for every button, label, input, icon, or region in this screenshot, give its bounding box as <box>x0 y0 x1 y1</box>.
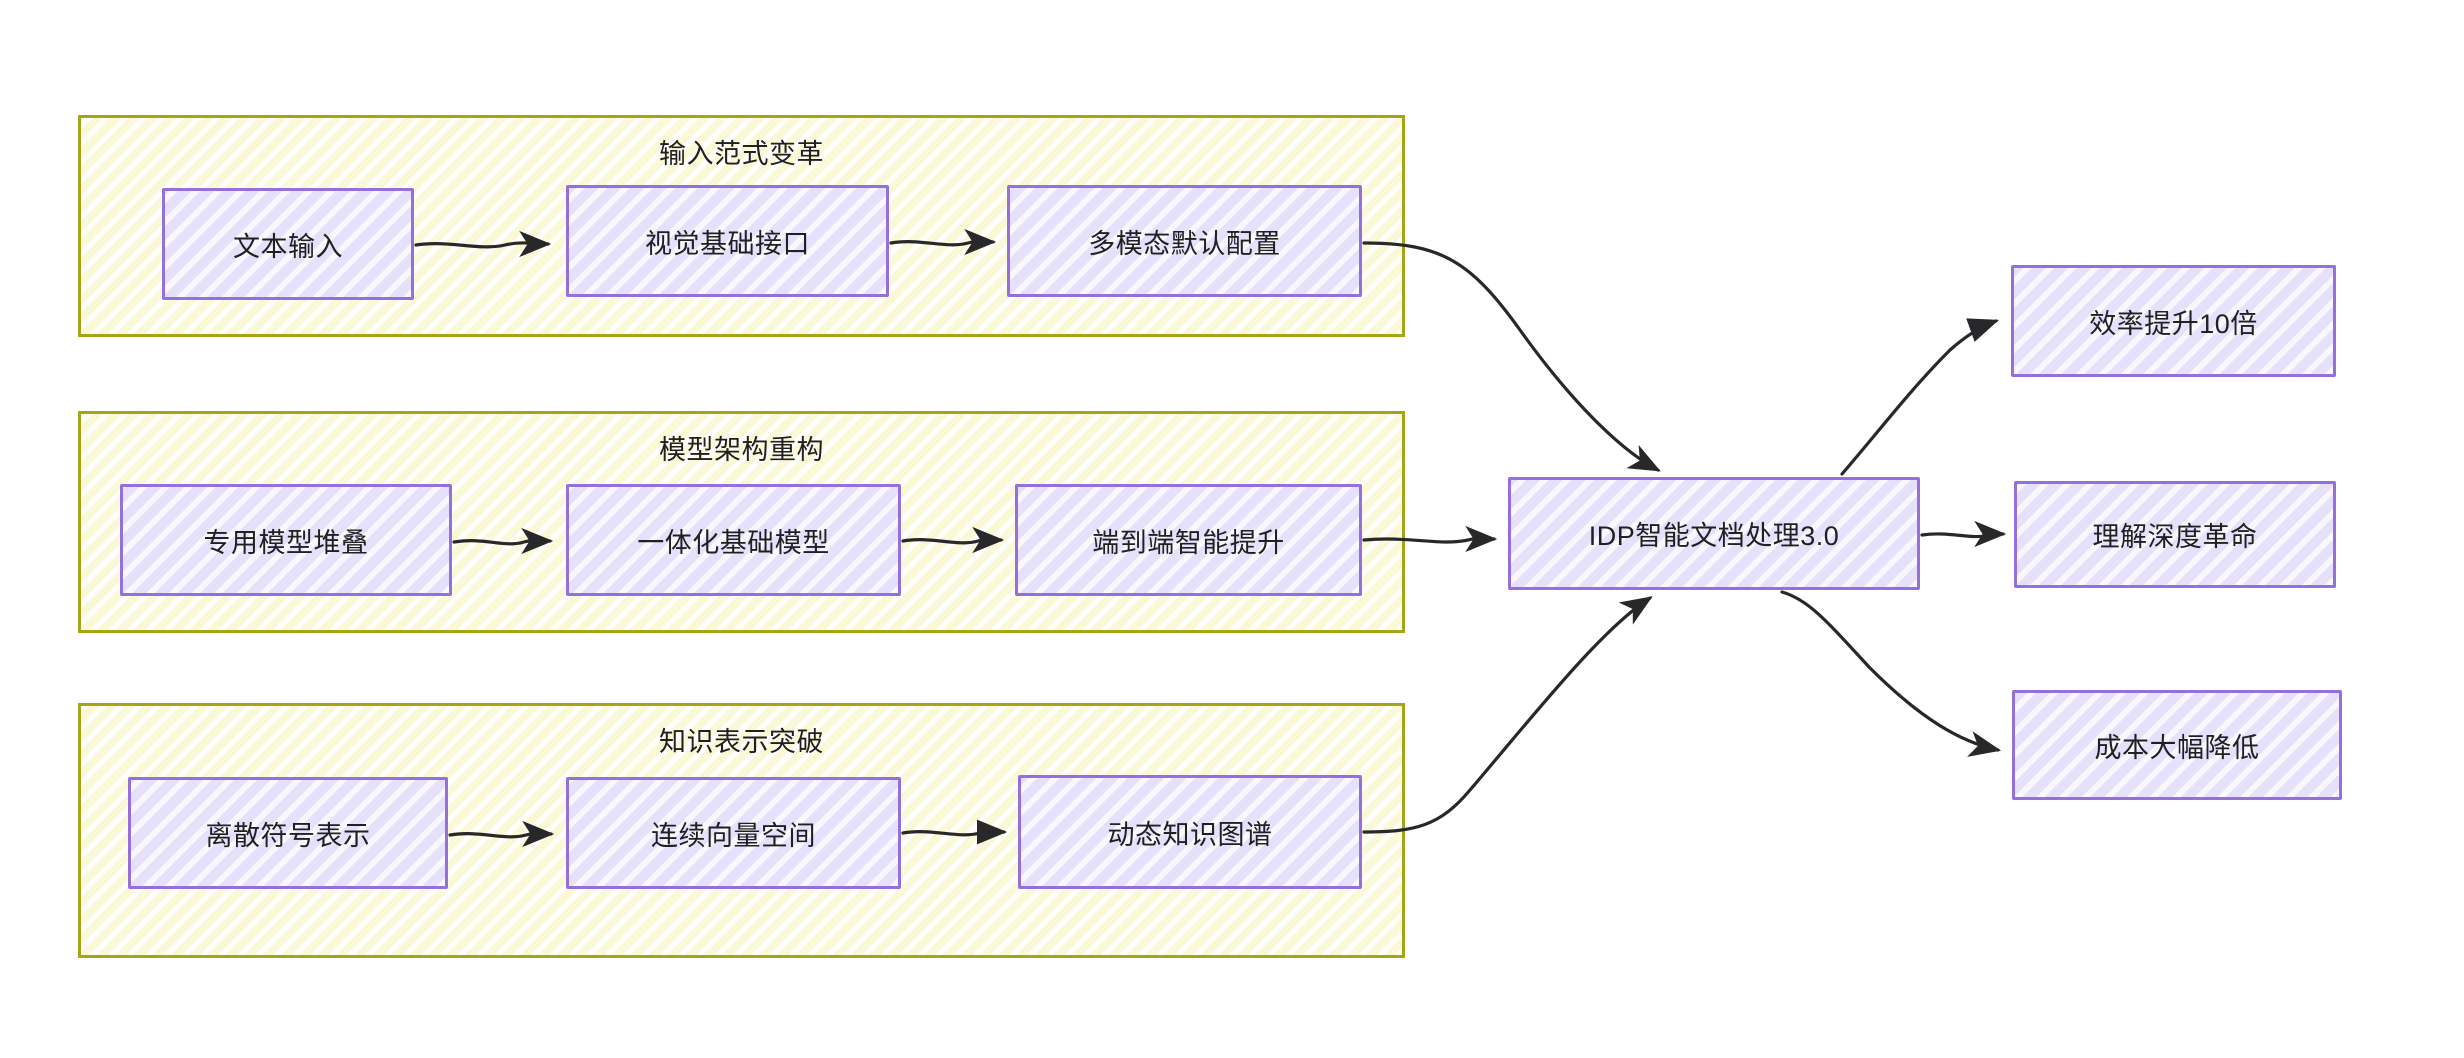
cluster-title-model-architecture: 模型架构重构 <box>659 435 824 465</box>
node-end-to-end-intelligence[interactable]: 端到端智能提升 <box>1015 484 1362 596</box>
node-label-unified-foundation-model: 一体化基础模型 <box>637 527 830 558</box>
edge-idp-to-understanding <box>1920 520 2007 548</box>
cluster-title-input-paradigm: 输入范式变革 <box>659 139 824 169</box>
node-label-vision-base-interface: 视觉基础接口 <box>645 228 810 259</box>
node-cost-reduction[interactable]: 成本大幅降低 <box>2012 690 2342 800</box>
node-label-cost-reduction: 成本大幅降低 <box>2094 732 2260 763</box>
node-continuous-vector-space[interactable]: 连续向量空间 <box>566 777 901 889</box>
cluster-title-knowledge-representation: 知识表示突破 <box>659 727 824 757</box>
edge-graph-to-idp <box>1362 596 1653 834</box>
node-understanding-depth[interactable]: 理解深度革命 <box>2014 481 2336 588</box>
node-vision-base-interface[interactable]: 视觉基础接口 <box>566 185 889 297</box>
node-unified-foundation-model[interactable]: 一体化基础模型 <box>566 484 901 596</box>
node-label-idp-3: IDP智能文档处理3.0 <box>1588 521 1840 551</box>
node-specialized-model-stack[interactable]: 专用模型堆叠 <box>120 484 452 596</box>
node-label-continuous-vector-space: 连续向量空间 <box>651 820 816 851</box>
node-discrete-symbolic[interactable]: 离散符号表示 <box>128 777 448 889</box>
edge-idp-to-cost <box>1780 590 2002 757</box>
edge-multimodal-to-idp <box>1362 241 1661 472</box>
node-label-dynamic-knowledge-graph: 动态知识图谱 <box>1107 819 1273 850</box>
node-label-text-input: 文本输入 <box>233 231 343 262</box>
node-label-efficiency-10x: 效率提升10倍 <box>2089 308 2258 339</box>
node-multimodal-default-config[interactable]: 多模态默认配置 <box>1007 185 1362 297</box>
node-label-understanding-depth: 理解深度革命 <box>2092 522 2258 552</box>
node-label-multimodal-default-config: 多模态默认配置 <box>1088 228 1281 259</box>
edge-idp-to-efficiency <box>1840 318 2000 476</box>
node-dynamic-knowledge-graph[interactable]: 动态知识图谱 <box>1018 775 1362 889</box>
node-idp-3[interactable]: IDP智能文档处理3.0 <box>1508 477 1920 590</box>
node-efficiency-10x[interactable]: 效率提升10倍 <box>2011 265 2336 377</box>
node-label-end-to-end-intelligence: 端到端智能提升 <box>1092 527 1285 558</box>
node-text-input[interactable]: 文本输入 <box>162 188 414 300</box>
node-label-discrete-symbolic: 离散符号表示 <box>205 820 371 851</box>
node-label-specialized-model-stack: 专用模型堆叠 <box>203 527 369 558</box>
